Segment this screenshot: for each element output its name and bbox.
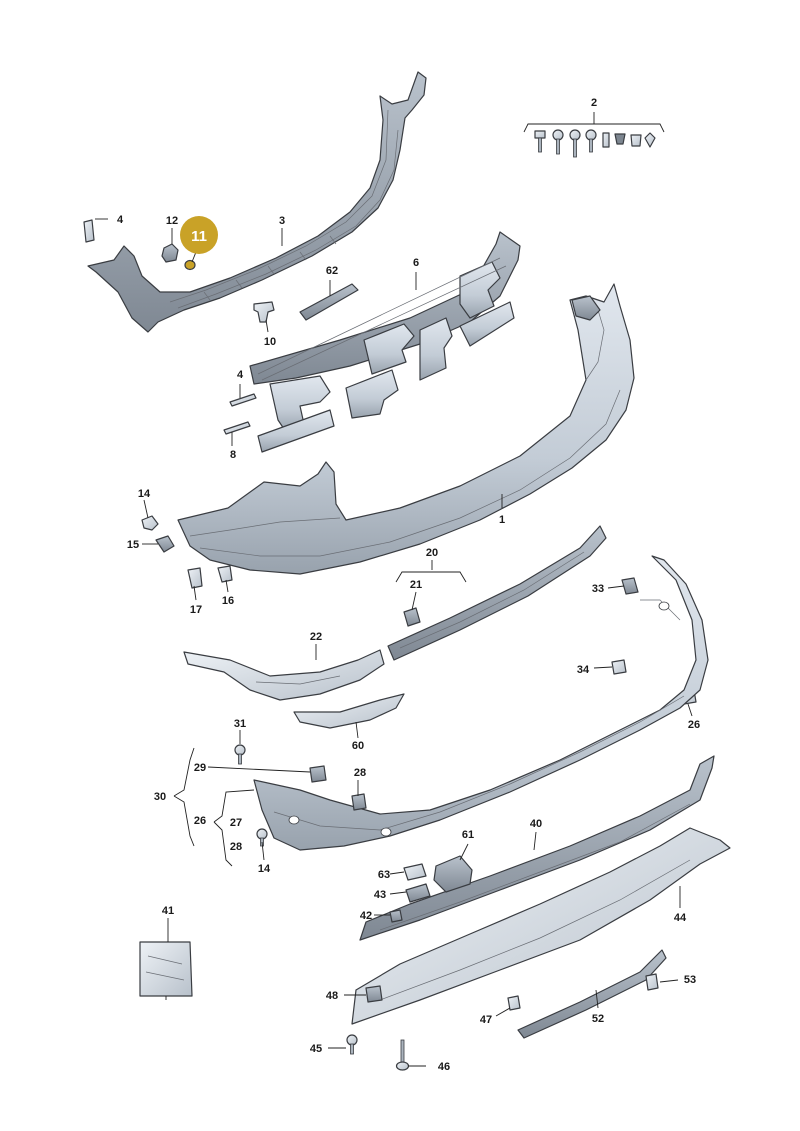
- callout-30: 30: [154, 791, 166, 803]
- bracket-part-10: [253, 301, 275, 323]
- lower-bumper-panel: [253, 555, 709, 851]
- callout-28-lower: 28: [230, 841, 242, 853]
- clip-part-48: [365, 985, 383, 1003]
- callout-48: 48: [326, 990, 338, 1002]
- callout-60: 60: [352, 740, 364, 752]
- rail-strip-part-20: [387, 525, 607, 661]
- bracket-part-62: [433, 855, 473, 893]
- strip-part-61: [299, 283, 359, 321]
- clip-part-43: [405, 883, 431, 903]
- carrier-rail-part-3: [87, 71, 427, 333]
- callout-10: 10: [264, 336, 276, 348]
- reflector-part-60: [293, 693, 405, 729]
- callout-46: 46: [438, 1061, 450, 1073]
- callout-42: 42: [360, 910, 372, 922]
- callout-14-lower: 14: [258, 863, 271, 875]
- clip-part-4-upper: [83, 219, 95, 243]
- underbody-panel-part-44: [351, 827, 731, 1025]
- nut-part-34: [611, 659, 627, 675]
- bumper-cover-part-1: [177, 283, 635, 575]
- screw-part-14-upper: [141, 515, 159, 531]
- callout-45: 45: [310, 1043, 322, 1055]
- callout-17: 17: [190, 604, 202, 616]
- callout-27-upper: 26: [688, 719, 700, 731]
- callout-27-lower: 27: [230, 817, 242, 829]
- clip-part-21: [403, 607, 421, 627]
- callout-31: 31: [234, 718, 246, 730]
- clip-part-16: [217, 565, 233, 583]
- callout-21: 21: [410, 579, 422, 591]
- energy-absorber-part-6: [249, 231, 521, 453]
- callout-41: 41: [162, 905, 174, 917]
- cap-part-63: [403, 863, 427, 881]
- callout-52: 52: [592, 1013, 604, 1025]
- screw-part-45: [346, 1034, 358, 1055]
- callout-34: 34: [577, 664, 590, 676]
- callout-61: 62: [326, 265, 338, 277]
- callout-63: 63: [378, 869, 390, 881]
- clip-part-4-lower: [229, 393, 257, 407]
- screw-part-46: [395, 1039, 410, 1071]
- callout-29: 29: [194, 762, 206, 774]
- callout-3: 3: [279, 215, 285, 227]
- clip-part-8: [223, 421, 251, 435]
- nut-part-12: [161, 243, 179, 263]
- trim-strip-part-52: [517, 949, 667, 1039]
- callout-44: 44: [674, 912, 687, 924]
- callout-40: 40: [530, 818, 542, 830]
- clip-part-15: [155, 535, 175, 553]
- washer-part-11: [184, 259, 196, 271]
- callout-22: 22: [310, 631, 322, 643]
- highlighted-callout-11[interactable]: 11: [180, 216, 218, 254]
- callout-20: 20: [426, 547, 438, 559]
- clip-part-42: [389, 909, 403, 923]
- callout-4-lower: 4: [237, 369, 244, 381]
- callout-6: 6: [413, 257, 419, 269]
- clip-part-28: [351, 793, 367, 811]
- callout-1: 1: [499, 514, 505, 526]
- screw-set-part-2: [534, 129, 656, 158]
- callout-47: 47: [480, 1014, 492, 1026]
- trim-part-22: [183, 649, 385, 701]
- callout-62: 61: [462, 829, 474, 841]
- callout-4-upper: 4: [117, 214, 124, 226]
- bag-part-41: [139, 941, 193, 997]
- callout-12: 12: [166, 215, 178, 227]
- clip-part-33: [621, 577, 639, 595]
- callout-33: 33: [592, 583, 604, 595]
- highlight-badge: [180, 216, 218, 254]
- clip-part-29: [309, 765, 327, 783]
- callout-15: 15: [127, 539, 139, 551]
- callout-53: 53: [684, 974, 696, 986]
- nut-part-47: [507, 995, 521, 1011]
- callout-8: 8: [230, 449, 236, 461]
- callout-14-upper: 14: [138, 488, 151, 500]
- callout-16: 16: [222, 595, 234, 607]
- nut-part-53: [645, 973, 659, 991]
- callout-26-text: 26: [193, 815, 207, 827]
- callout-2: 2: [591, 97, 597, 109]
- screw-part-31: [234, 744, 246, 765]
- callout-28-upper: 28: [354, 767, 366, 779]
- callout-labels: 2 3 4 12 10 62 6 4 8 1 14 15 16 17 20 21…: [117, 97, 700, 1073]
- leader-lines: [95, 112, 693, 1067]
- highlight-label: 11: [191, 228, 207, 245]
- clip-part-17: [187, 567, 203, 589]
- callout-43: 43: [374, 889, 386, 901]
